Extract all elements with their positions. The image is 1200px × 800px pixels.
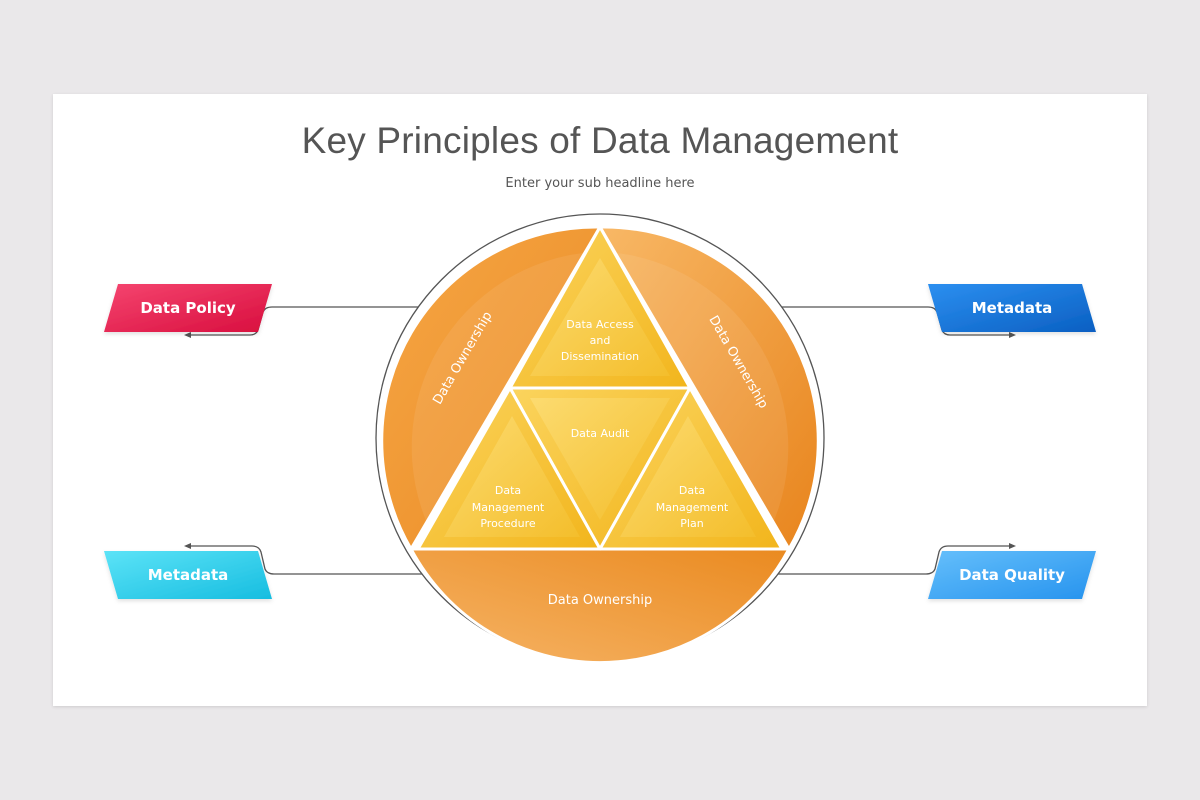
page-subtitle: Enter your sub headline here: [505, 176, 695, 191]
triangle-left-inner: [444, 416, 580, 537]
triangle-center-label: Data Audit: [571, 427, 630, 440]
connector-bottom-left: [186, 545, 423, 575]
triangle-top-inner: [530, 258, 670, 376]
page-title: Key Principles of Data Management: [301, 120, 899, 161]
triangle-right-label: Data Management Plan: [656, 484, 729, 530]
tag-top-right-label: Metadata: [972, 299, 1053, 317]
tag-bottom-right-label: Data Quality: [959, 566, 1065, 584]
triangle-left-label-line: Management: [472, 501, 545, 514]
tag-top-right: Metadata: [928, 284, 1096, 332]
segment-right: [598, 225, 820, 551]
arrow-right-icon: [1009, 543, 1016, 549]
triangle-left-label-line: Procedure: [480, 517, 536, 530]
triangle-left-label: Data Management Procedure: [472, 484, 545, 530]
triangle-top-label-line: Dissemination: [561, 350, 639, 363]
segment-bottom: [409, 547, 791, 665]
triangle-right-inner: [620, 416, 756, 537]
triangle-right-label-line: Data: [679, 484, 705, 497]
triangle-right-label-line: Plan: [680, 517, 703, 530]
triangle-top-label: Data Access and Dissemination: [561, 318, 639, 363]
triangle-inner-group: [444, 258, 756, 537]
triangle-center-label-line: Data Audit: [571, 427, 630, 440]
tag-top-left-label: Data Policy: [140, 299, 236, 317]
segment-bottom-label: Data Ownership: [548, 593, 653, 608]
arrow-right-icon: [1009, 332, 1016, 338]
arrow-left-icon: [184, 332, 191, 338]
arrow-left-icon: [184, 543, 191, 549]
tag-top-left: Data Policy: [104, 284, 272, 332]
tag-bottom-right: Data Quality: [928, 551, 1096, 599]
triangle-top-label-line: Data Access: [566, 318, 634, 331]
triangle-left-label-line: Data: [495, 484, 521, 497]
segment-left: [380, 225, 602, 551]
triangle-right-label-line: Management: [656, 501, 729, 514]
connector-bottom-right: [777, 545, 1014, 575]
tag-bottom-left: Metadata: [104, 551, 272, 599]
triangle-center-inner: [530, 398, 670, 520]
triangle-top-label-line: and: [590, 334, 611, 347]
arrowheads: [184, 332, 1016, 549]
tag-bottom-left-label: Metadata: [148, 566, 229, 584]
